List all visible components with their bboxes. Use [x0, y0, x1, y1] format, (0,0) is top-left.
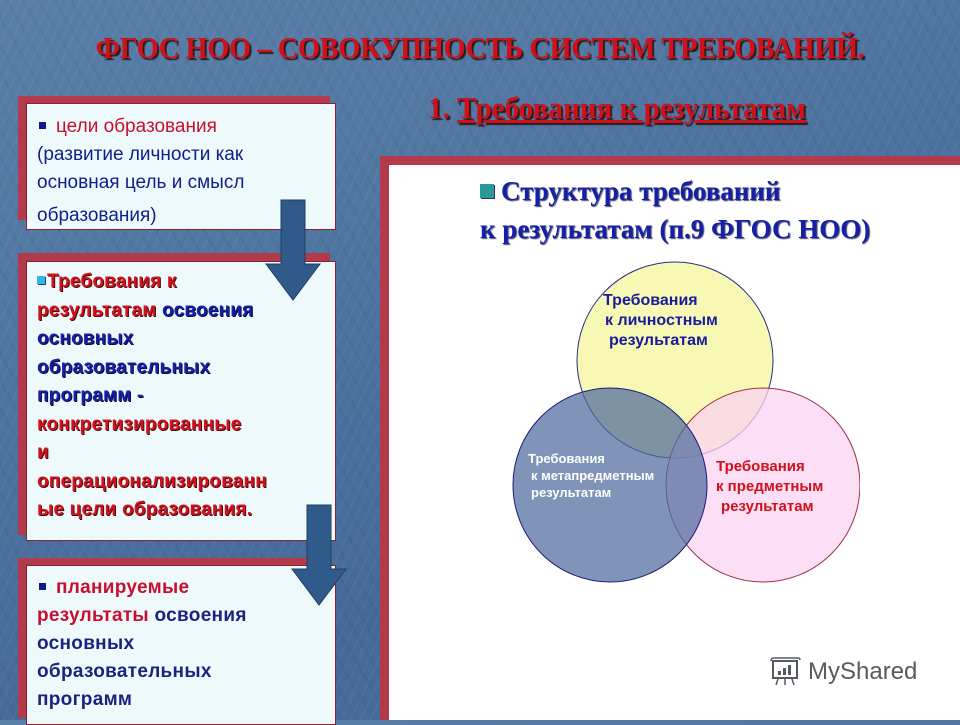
label-line: результатам — [609, 332, 708, 349]
bullet-icon — [37, 276, 45, 285]
panel-line: основных — [37, 328, 134, 349]
line-red-text: планируемые — [56, 577, 190, 598]
panel-line: (развитие личности как — [37, 144, 244, 165]
panel-line: основных — [37, 633, 135, 654]
panel-line: результатам освоения — [37, 297, 327, 326]
label-line: Требования — [603, 292, 698, 309]
label-line: Требования — [716, 458, 805, 475]
line-blue-text: освоения — [148, 605, 247, 626]
bullet-icon — [480, 184, 494, 198]
goals-heading: цели образования — [56, 116, 217, 137]
heading-line1-text: Структура требований — [501, 176, 781, 206]
slide-subtitle: 1. Требования к результатам — [428, 90, 806, 126]
line-red-text: Требования к — [47, 271, 177, 292]
planned-results-panel: планируемые результаты освоения основных… — [26, 565, 336, 725]
label-line: к личностным — [605, 312, 718, 329]
venn-diagram — [512, 261, 860, 583]
structure-heading: Структура требований к результатам (п.9 … — [480, 172, 870, 248]
panel-line: конкретизированные — [37, 413, 242, 435]
heading-line: к результатам (п.9 ФГОС НОО) — [480, 214, 871, 244]
personal-results-label: Требования к личностным результатам — [603, 291, 718, 351]
subtitle-text: Требования к результатам — [457, 90, 806, 125]
label-line: результатам — [531, 485, 612, 500]
panel-line: программ - — [37, 385, 144, 406]
panel-line: Требования к — [37, 268, 327, 297]
panel-line: образовательных — [37, 356, 211, 378]
label-line: результатам — [721, 498, 814, 515]
myshared-watermark: MyShared — [768, 657, 917, 687]
panel-line: основная цель и смысл — [37, 172, 245, 193]
metasubject-results-circle — [512, 387, 708, 583]
panel-line: образовательных — [37, 661, 212, 682]
panel-line: и — [37, 442, 49, 463]
panel-line: образования) — [37, 205, 157, 226]
panel-line: ые цели образования. — [37, 499, 253, 520]
panel-line: операционализированн — [37, 470, 267, 492]
watermark-text: MyShared — [808, 658, 918, 685]
bullet-icon — [39, 121, 46, 129]
label-line: Требования — [528, 451, 605, 466]
slide-title: ФГОС НОО – СОВОКУПНОСТЬ СИСТЕМ ТРЕБОВАНИ… — [95, 30, 865, 65]
heading-line: Структура требований — [480, 172, 870, 210]
label-line: к метапредметным — [531, 468, 655, 483]
line-red-text: результатам — [37, 299, 157, 321]
subject-results-label: Требования к предметным результатам — [716, 457, 823, 517]
line-red-text: результаты — [37, 605, 149, 626]
down-arrow-icon — [265, 199, 321, 301]
presentation-board-icon — [770, 657, 801, 686]
down-arrow-icon — [291, 504, 347, 606]
panel-line: программ — [37, 689, 133, 710]
bullet-icon — [39, 582, 46, 590]
label-line: к предметным — [716, 478, 824, 495]
subtitle-number: 1. — [428, 90, 458, 125]
requirements-panel: Требования к результатам освоения основн… — [26, 261, 336, 541]
panel-line: цели образования — [37, 113, 325, 141]
panel-line: результаты освоения — [37, 602, 325, 630]
line-blue-text: освоения — [156, 299, 254, 321]
metasubject-results-label: Требования к метапредметным результатам — [528, 450, 654, 501]
panel-line: планируемые — [37, 574, 325, 602]
